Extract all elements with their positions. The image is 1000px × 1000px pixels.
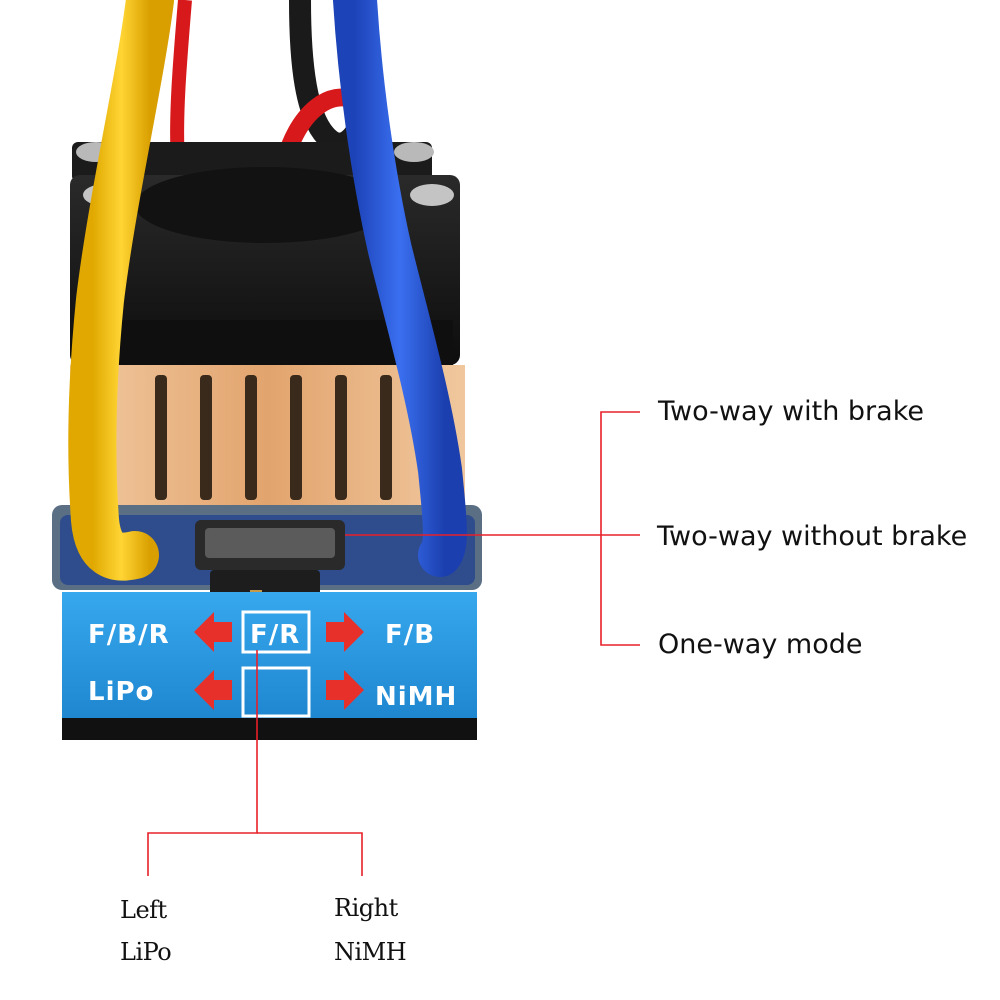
arrow-right-row2 [326, 670, 364, 710]
fan-hub [135, 167, 395, 243]
leader-battery-left [147, 650, 258, 876]
panel-label-fbr: F/B/R [88, 620, 170, 650]
panel-label-lipo: LiPo [88, 677, 154, 707]
yellow-wire [68, 0, 174, 581]
fan-mount-rear [72, 142, 432, 182]
panel-label-fr: F/R [250, 620, 300, 650]
panel-label-fb: F/B [385, 620, 435, 650]
panel-box-row2 [241, 666, 311, 718]
blue-wire [333, 0, 467, 577]
arrow-left-row2 [194, 670, 232, 710]
panel-label-nimh: NiMH [375, 682, 457, 712]
callout-two-way-without-brake: Two-way without brake [657, 521, 968, 552]
panel-box-row1 [241, 610, 311, 654]
red-wire-left [170, 0, 192, 161]
callout-leader-lines [147, 411, 640, 876]
switch-label-left: Left [120, 896, 167, 924]
panel-arrows [194, 612, 364, 710]
heatsink-fins [155, 375, 392, 500]
mode-switch-slot [205, 528, 335, 558]
screw-rear-right [394, 142, 434, 162]
label-panel-base [62, 718, 477, 740]
callout-two-way-with-brake: Two-way with brake [658, 396, 924, 427]
leader-bracket-modes [600, 411, 640, 646]
callout-one-way-mode: One-way mode [658, 629, 863, 660]
switch-label-lipo: LiPo [120, 938, 172, 966]
switch-label-right: Right [334, 894, 398, 922]
screw-front-right [410, 184, 454, 206]
switch-label-nimh: NiMH [334, 938, 407, 966]
arrow-right-row1 [326, 612, 364, 652]
arrow-left-row1 [194, 612, 232, 652]
leader-battery-right [257, 832, 363, 876]
